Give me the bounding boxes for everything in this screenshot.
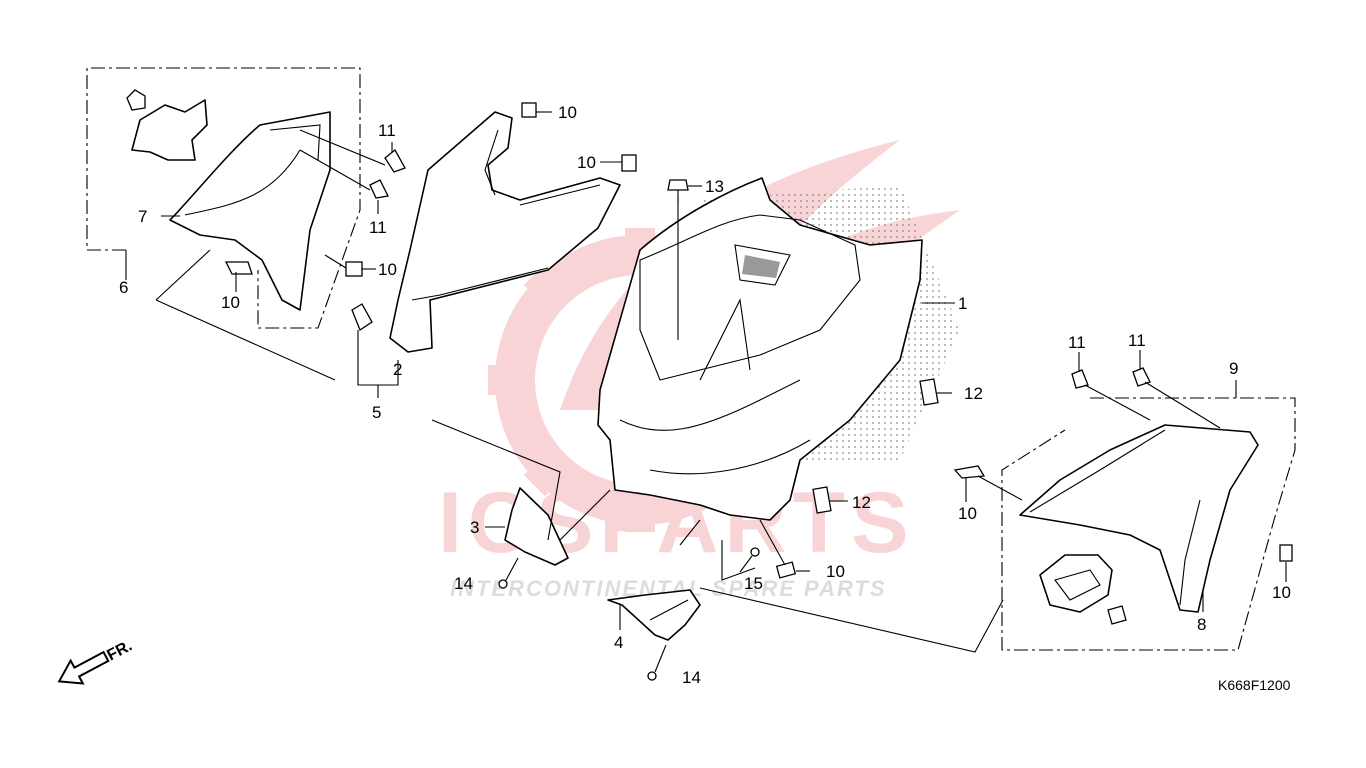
callout-14-b: 14 [682, 668, 701, 687]
callout-10-c: 10 [378, 260, 397, 279]
callout-10-a: 10 [558, 103, 577, 122]
callout-10-g: 10 [1272, 583, 1291, 602]
callout-11-c: 11 [1068, 333, 1086, 352]
screw-15 [739, 547, 760, 573]
callout-14-a: 14 [454, 574, 473, 593]
part-2-front-cover [357, 102, 637, 398]
callout-6: 6 [119, 278, 128, 297]
clip-10-f [953, 465, 986, 479]
callout-11-b: 11 [369, 218, 387, 237]
callout-12-a: 12 [964, 384, 983, 403]
group-9-side-cover [699, 350, 1296, 653]
part-1-front-cowl [597, 177, 955, 521]
screw-14-b [647, 644, 667, 681]
clip-top-left [126, 89, 146, 111]
diagram-code: K668F1200 [1218, 677, 1291, 693]
callout-10-e: 10 [826, 562, 845, 581]
callout-5: 5 [372, 403, 381, 422]
callout-10-b: 10 [577, 153, 596, 172]
part-3-side-panel [431, 419, 611, 589]
callout-10-f: 10 [958, 504, 977, 523]
group-9-boundary [1001, 397, 1296, 651]
clip-right-small [1107, 605, 1127, 625]
side-cover-8 [1019, 424, 1259, 613]
gasket-right [1039, 554, 1113, 613]
clip-10-a [224, 261, 253, 275]
callout-12-b: 12 [852, 493, 871, 512]
clip-10-g [1279, 544, 1293, 562]
inner-cover-7 [169, 111, 331, 311]
callout-1: 1 [958, 294, 967, 313]
clip-11-b [369, 179, 389, 199]
group-6-inner-cover [86, 67, 406, 381]
callout-2: 2 [393, 360, 402, 379]
callout-15: 15 [744, 574, 763, 593]
clip-12-a [919, 378, 939, 406]
callout-3: 3 [470, 518, 479, 537]
callout-11-a: 11 [378, 121, 396, 140]
bolt-13 [667, 179, 702, 205]
gasket-shape [131, 99, 208, 161]
clip-11-a [384, 149, 406, 173]
group-6-boundary [86, 67, 361, 329]
clip-10-b [345, 261, 363, 277]
callout-8: 8 [1197, 615, 1206, 634]
callout-11-d: 11 [1128, 331, 1146, 350]
callout-labels: 1 2 3 4 5 6 7 8 9 10 10 10 10 10 10 10 1… [119, 103, 1291, 687]
screw-14-a [498, 557, 519, 589]
part-4-under-panel [607, 519, 810, 681]
clip-10-c [521, 102, 537, 118]
callout-13: 13 [705, 177, 724, 196]
callout-9: 9 [1229, 359, 1238, 378]
callout-10-d: 10 [221, 293, 240, 312]
clip-12-b [812, 486, 832, 514]
front-direction-indicator: FR. [57, 637, 135, 685]
arrow-left-icon [57, 650, 110, 685]
clip-10-d [621, 154, 637, 172]
callout-4: 4 [614, 633, 623, 652]
callout-7: 7 [138, 207, 147, 226]
clip-5 [351, 303, 373, 331]
